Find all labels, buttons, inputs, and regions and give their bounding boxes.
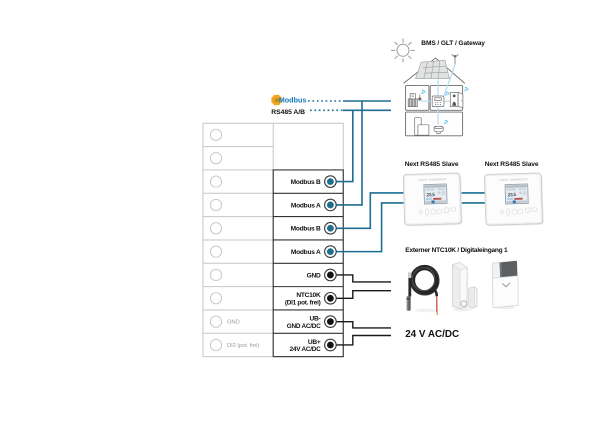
svg-text:UB-: UB- (310, 315, 321, 322)
svg-text:◂ NEXT THERMOSTAT: ◂ NEXT THERMOSTAT (418, 177, 447, 182)
svg-text:GND AC/DC: GND AC/DC (287, 323, 321, 330)
svg-text:NTC10K: NTC10K (296, 292, 321, 299)
svg-text:GND: GND (307, 272, 321, 279)
svg-text:Modbus A: Modbus A (291, 202, 321, 209)
svg-text:Modbus B: Modbus B (291, 226, 321, 233)
svg-text:DI2 (pot. frei): DI2 (pot. frei) (227, 343, 259, 349)
svg-text:◂ NEXT THERMOSTAT: ◂ NEXT THERMOSTAT (499, 177, 528, 182)
svg-text:Modbus A: Modbus A (291, 249, 321, 256)
svg-text:(DI1 pot. frei): (DI1 pot. frei) (285, 300, 321, 307)
svg-text:°C: °C (437, 191, 440, 195)
svg-text:24V AC/DC: 24V AC/DC (290, 346, 322, 353)
svg-text:°C: °C (519, 191, 522, 195)
svg-text:Externer NTC10K / Digitaleinga: Externer NTC10K / Digitaleingang 1 (405, 247, 508, 254)
svg-text:23.5: 23.5 (508, 192, 517, 198)
svg-text:24 V AC/DC: 24 V AC/DC (405, 329, 459, 340)
svg-text:UB+: UB+ (308, 339, 321, 346)
svg-text:Modbus: Modbus (279, 96, 307, 105)
svg-text:BMS / GLT / Gateway: BMS / GLT / Gateway (421, 40, 485, 47)
svg-text:Next RS485 Slave: Next RS485 Slave (405, 161, 459, 168)
svg-text:Modbus B: Modbus B (291, 179, 321, 186)
svg-text:RS485 A/B: RS485 A/B (271, 109, 305, 116)
svg-text:GND: GND (227, 320, 240, 326)
svg-text:Next RS485 Slave: Next RS485 Slave (485, 161, 539, 168)
svg-text:23.5: 23.5 (426, 192, 435, 198)
